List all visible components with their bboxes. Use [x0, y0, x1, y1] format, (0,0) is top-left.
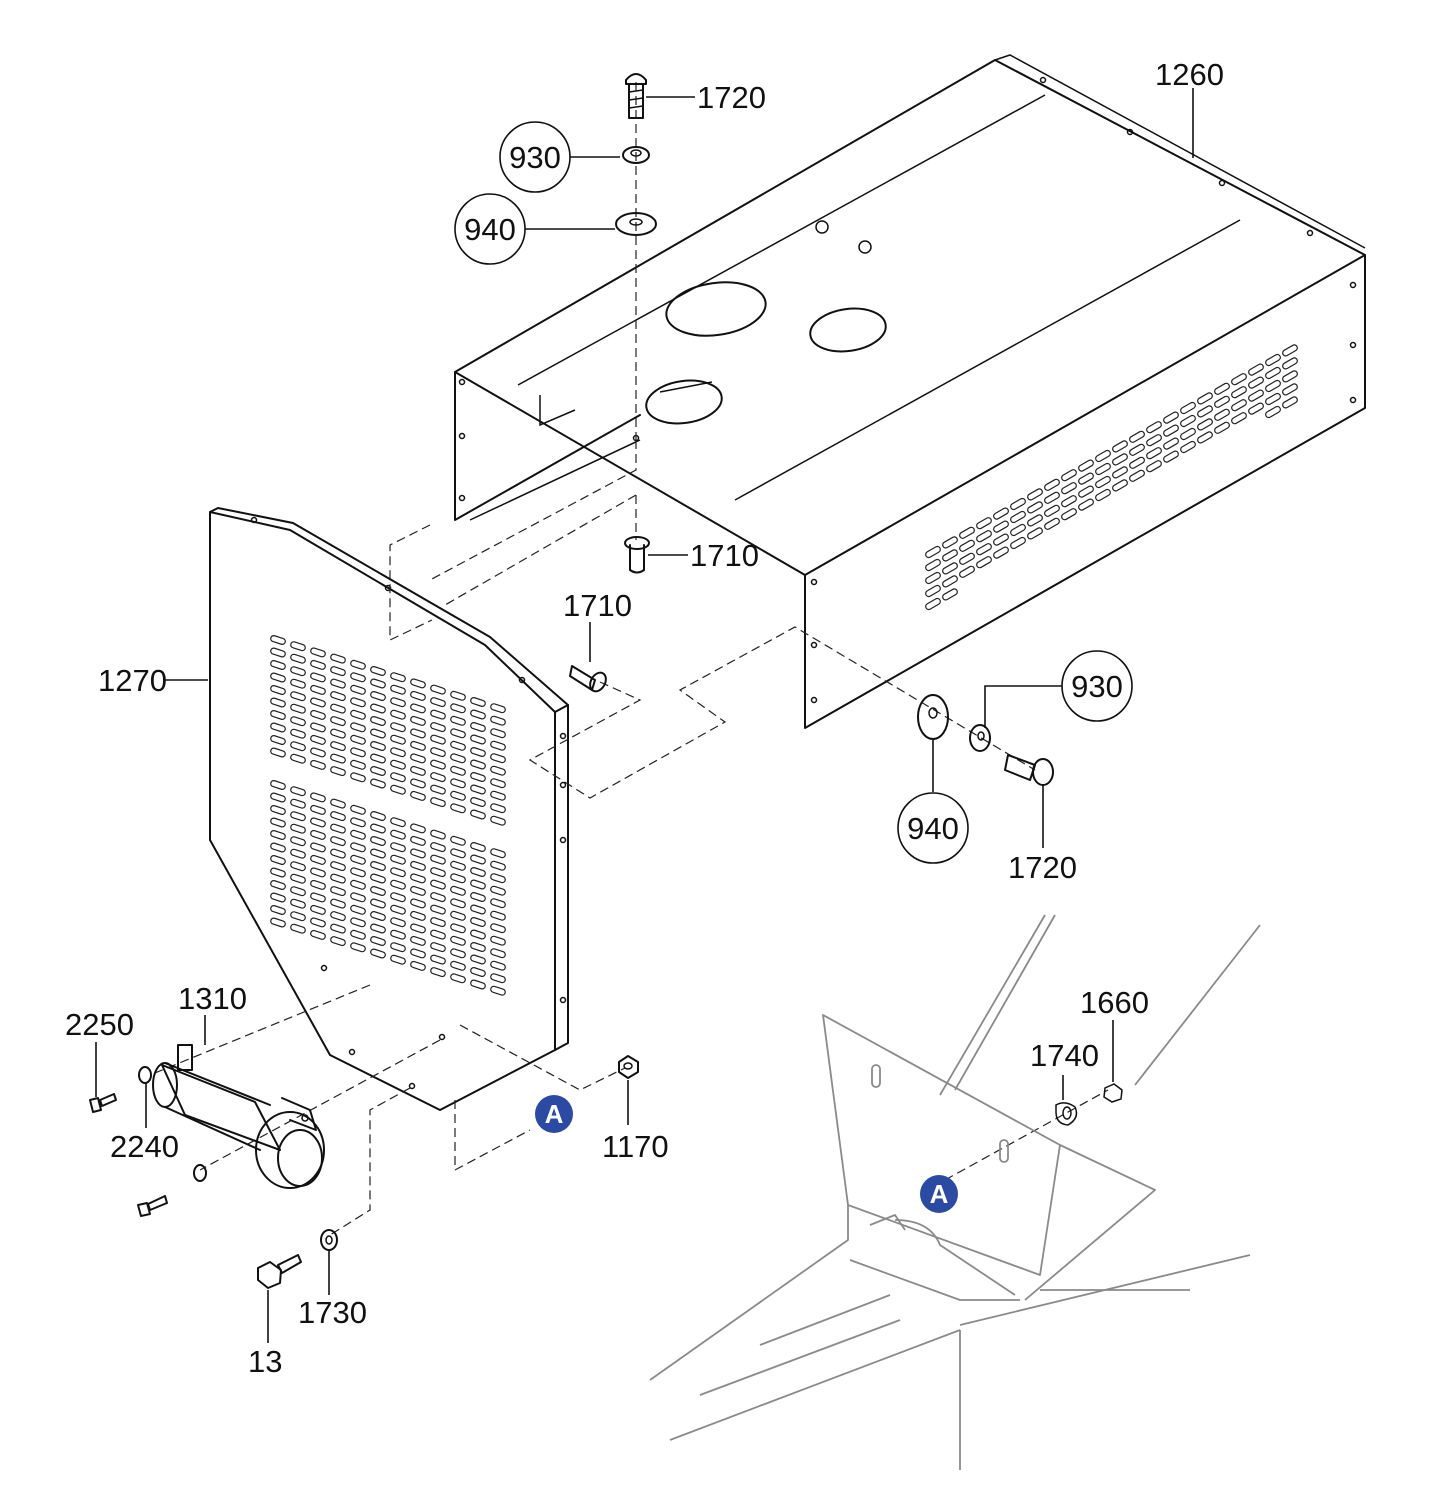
label-1730: 1730 — [298, 1295, 367, 1330]
callout-a-main: A — [535, 1095, 573, 1133]
label-13: 13 — [248, 1344, 282, 1379]
lock-washer-930-top — [622, 146, 650, 164]
badge-circle-940-right — [897, 792, 969, 864]
badge-circle-930-right — [1061, 650, 1133, 722]
label-2250: 2250 — [65, 1007, 134, 1042]
nut-1170 — [618, 1055, 639, 1079]
label-940-top: 940 — [464, 212, 516, 247]
panel-vent-slots — [270, 635, 506, 996]
label-2240: 2240 — [110, 1129, 179, 1164]
label-1260: 1260 — [1155, 57, 1224, 92]
bolt-13 — [257, 1254, 302, 1289]
screw-1720-right — [1004, 754, 1054, 786]
bolt-lower — [137, 1195, 168, 1217]
label-1270: 1270 — [98, 663, 167, 698]
assembly-paths — [149, 82, 1109, 1236]
lock-washer-930-right — [969, 724, 991, 752]
nut-insert-1710-a — [624, 536, 650, 574]
badge-circle-930-top — [499, 121, 571, 193]
screw-1720-top — [625, 73, 647, 119]
label-1710-b: 1710 — [563, 588, 632, 623]
washer-1730 — [320, 1229, 338, 1251]
label-1710-a: 1710 — [690, 538, 759, 573]
flat-washer-940-right — [917, 694, 949, 740]
svg-text:A: A — [545, 1099, 564, 1129]
label-1720-top: 1720 — [697, 80, 766, 115]
svg-text:A: A — [930, 1179, 949, 1209]
label-1310: 1310 — [178, 981, 247, 1016]
side-panel-1270 — [209, 507, 569, 1111]
label-940-right: 940 — [907, 811, 959, 846]
tube-bracket-1310 — [152, 1044, 325, 1189]
mounting-detail-view — [649, 914, 1261, 1470]
washer-lower — [193, 1164, 207, 1182]
flat-washer-940-top — [615, 212, 657, 236]
bolt-2250 — [89, 1093, 117, 1113]
label-930-top: 930 — [509, 140, 561, 175]
nut-insert-1710-b — [569, 665, 607, 693]
label-1660: 1660 — [1080, 985, 1149, 1020]
label-1720-right: 1720 — [1008, 850, 1077, 885]
label-1740: 1740 — [1030, 1038, 1099, 1073]
leader-lines — [95, 88, 1194, 1343]
callout-a-detail: A — [920, 1175, 958, 1213]
label-930-right: 930 — [1071, 669, 1123, 704]
badge-circle-940-top — [454, 193, 526, 265]
washer-2240 — [138, 1066, 152, 1084]
label-1170: 1170 — [602, 1129, 669, 1164]
cover-vent-slots — [925, 344, 1298, 611]
top-cover-1260 — [454, 54, 1366, 729]
